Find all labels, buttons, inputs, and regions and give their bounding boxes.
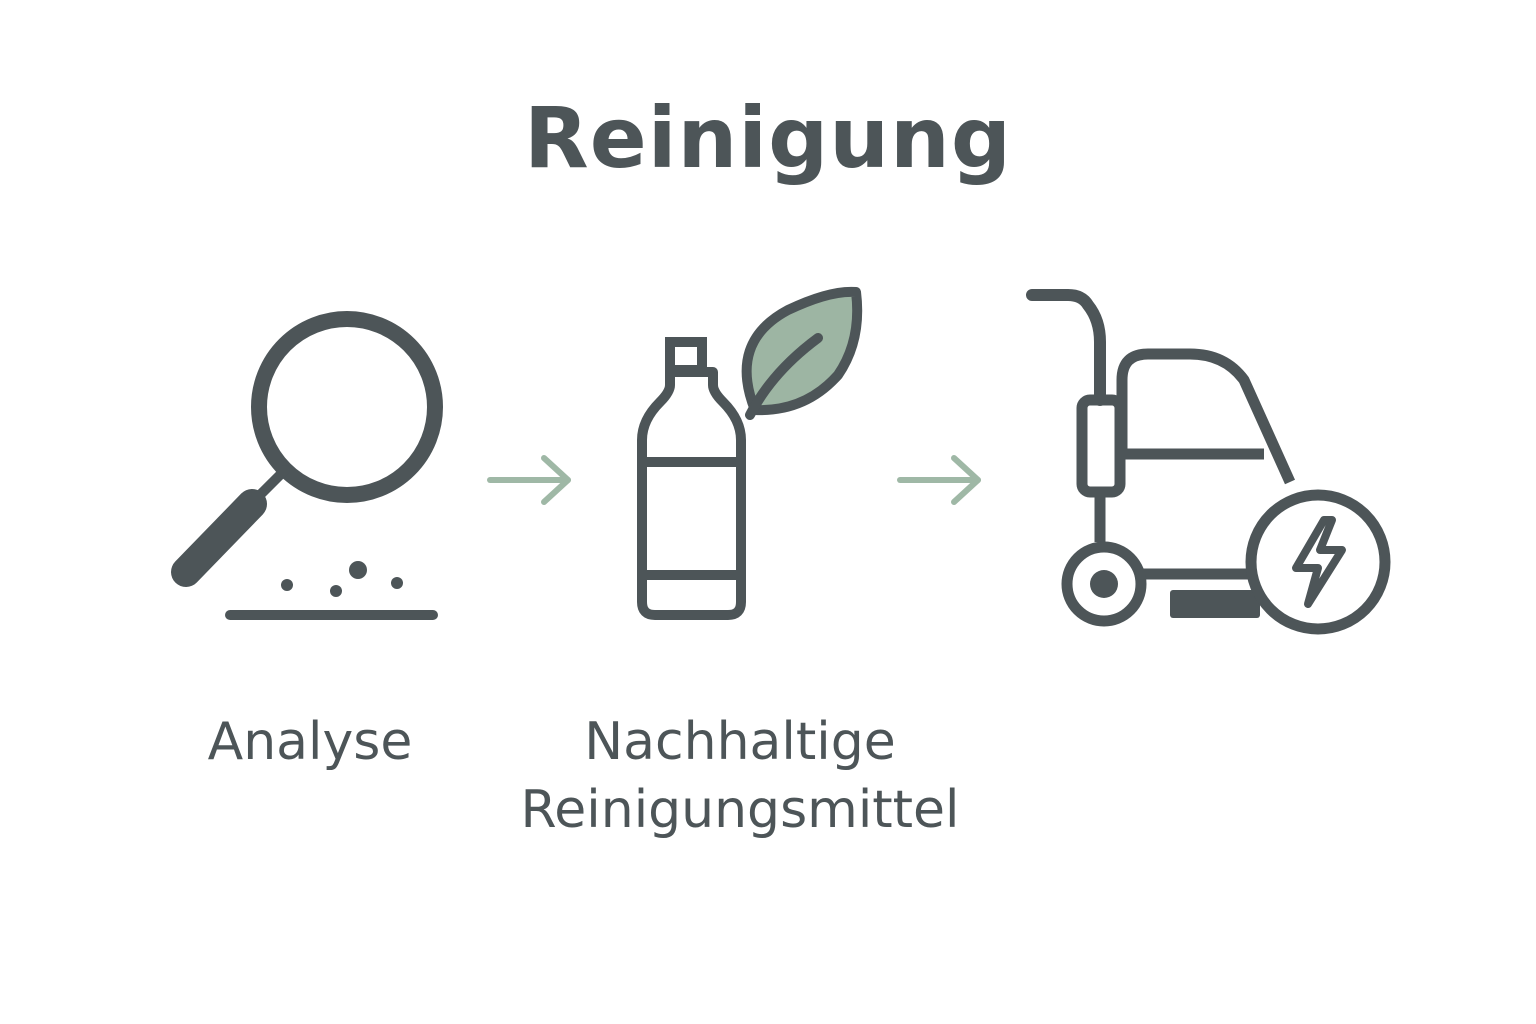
step-label-analyse: Analyse	[207, 712, 413, 772]
magnifier-icon	[171, 311, 443, 620]
step-label-line: Reinigungsmittel	[520, 780, 960, 840]
eco-bottle-icon	[637, 286, 863, 620]
step-label-line: Nachhaltige	[584, 712, 896, 772]
electric-cleaning-machine-icon	[1026, 289, 1391, 635]
arrow-right-icon	[897, 455, 981, 505]
diagram-title: Reinigung	[524, 89, 1012, 187]
step-label-reinigungsmittel: Nachhaltige Reinigungsmittel	[440, 708, 1040, 844]
arrow-right-icon	[487, 455, 571, 505]
